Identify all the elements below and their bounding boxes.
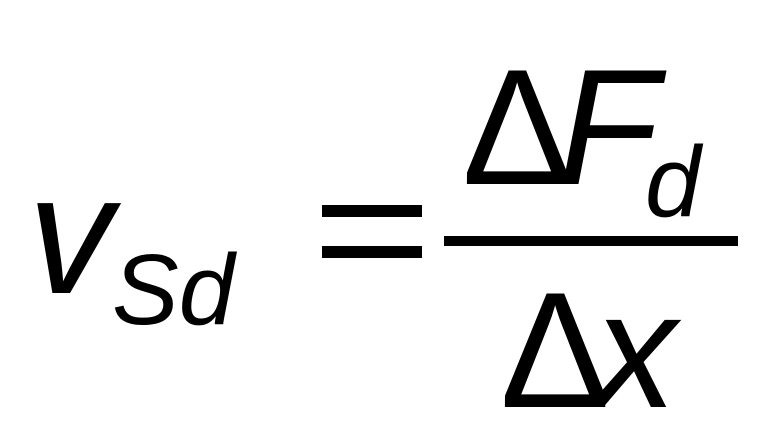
denominator-delta: Δ <box>500 258 611 442</box>
denominator-symbol-x: x <box>594 258 677 442</box>
lhs-symbol-v: v <box>28 140 113 330</box>
equals-sign-top-bar <box>322 205 422 217</box>
fraction-bar <box>444 236 738 246</box>
lhs-subscript: Sd <box>112 234 235 346</box>
equals-sign-bottom-bar <box>322 246 422 258</box>
numerator-subscript: d <box>645 126 701 238</box>
numerator-delta: Δ <box>462 35 573 219</box>
numerator-symbol-f: F <box>558 35 659 219</box>
